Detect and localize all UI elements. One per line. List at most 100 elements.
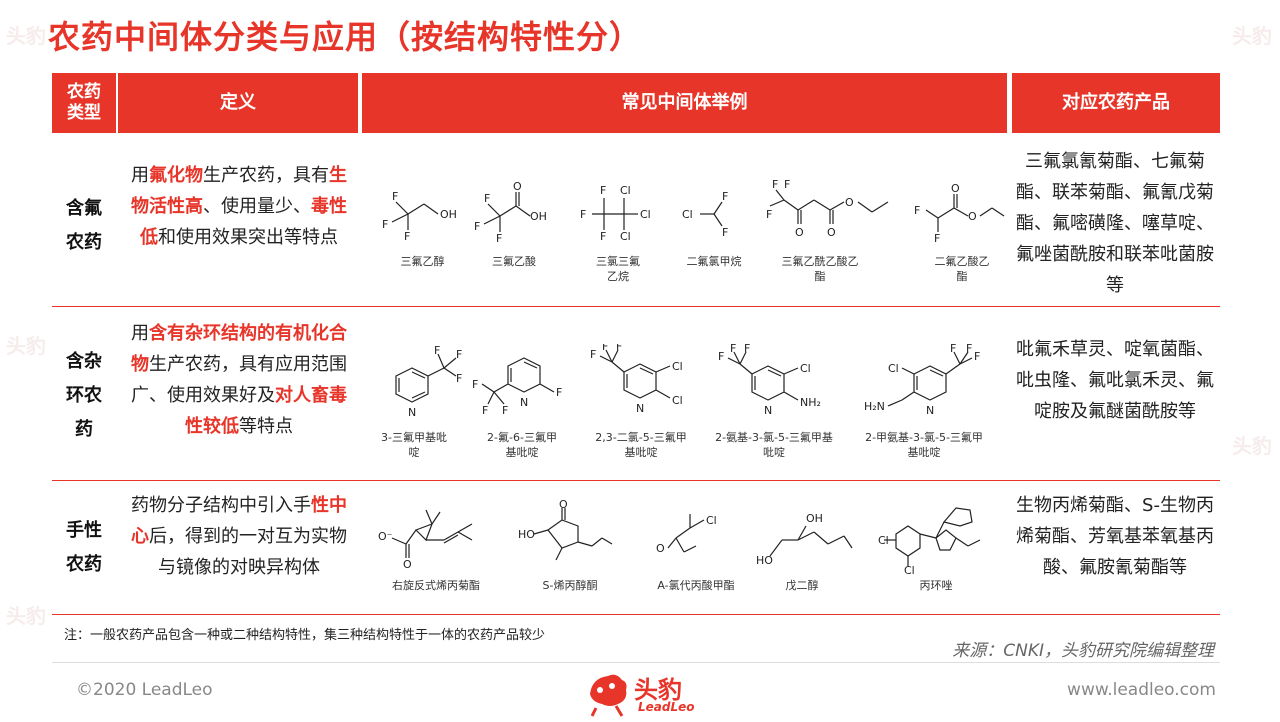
svg-text:F: F — [456, 372, 462, 385]
definition-highlight: 含有杂环结构的有机化合物 — [131, 323, 347, 375]
row-products-heterocycle: 吡氟禾草灵、啶氧菌酯、吡虫隆、氟吡氯禾灵、氟啶胺及氟醚菌酰胺等 — [1016, 339, 1214, 422]
svg-text:Cl: Cl — [904, 564, 915, 576]
footer-divider — [52, 662, 1220, 663]
caption-propiconazole: 丙环唑 — [919, 579, 953, 592]
svg-text:F: F — [404, 230, 410, 243]
svg-text:F: F — [502, 404, 508, 417]
svg-text:Cl: Cl — [672, 360, 683, 373]
structure-s-allethrolone: O HO — [516, 498, 616, 573]
svg-text:F: F — [974, 350, 980, 363]
svg-text:F: F — [616, 344, 622, 353]
svg-text:O: O — [656, 542, 665, 555]
svg-text:HO: HO — [756, 554, 773, 567]
svg-text:N: N — [764, 404, 772, 417]
svg-text:Cl: Cl — [620, 230, 631, 243]
caption-ethyl-trifluoroacetoacetate: 三氟乙酰乙酸乙酯 — [781, 255, 859, 283]
svg-text:O: O — [403, 558, 412, 571]
definition-text: 药物分子结构中引入手 — [131, 495, 311, 516]
definition-text: 生产农药，具有 — [203, 165, 329, 186]
svg-text:F: F — [718, 350, 724, 363]
svg-text:F: F — [600, 184, 606, 197]
svg-text:N: N — [408, 406, 416, 419]
svg-text:O⁻: O⁻ — [378, 530, 393, 543]
row-type-fluorine: 含氟 农药 — [66, 198, 102, 253]
svg-text:F: F — [730, 344, 736, 355]
definition-highlight: 性中心 — [131, 495, 347, 547]
svg-text:F: F — [600, 230, 606, 243]
definition-highlight: 氟化物 — [149, 165, 203, 186]
definition-highlight: 对人畜毒性较低 — [185, 385, 347, 437]
caption-trifluoroacetic-acid: 三氟乙酸 — [492, 255, 536, 268]
definition-text: 用 — [131, 323, 149, 344]
svg-text:N: N — [636, 402, 644, 415]
website-link[interactable]: www.leadleo.com — [1067, 680, 1216, 700]
svg-text:O: O — [513, 180, 522, 193]
svg-text:O: O — [968, 210, 977, 223]
header-examples: 常见中间体举例 — [362, 73, 1007, 133]
svg-text:HO: HO — [518, 528, 535, 541]
svg-text:F: F — [474, 220, 480, 233]
svg-text:O: O — [827, 226, 836, 239]
svg-text:F: F — [784, 178, 790, 191]
caption-amino-chloro-trifluoromethylpyridine: 2-氨基-3-氯-5-三氟甲基吡啶 — [715, 431, 833, 459]
source-credit: 来源：CNKI，头豹研究院编辑整理 — [952, 641, 1214, 661]
svg-text:F: F — [950, 344, 956, 355]
definition-text: 生产农药，具有应用范围广、使用效果好及 — [131, 354, 347, 406]
header-definition: 定义 — [118, 73, 358, 133]
header-type: 农药 类型 — [52, 73, 116, 133]
definition-highlight: 生物活性高 — [131, 165, 347, 217]
caption-s-allethrolone: S-烯丙醇酮 — [542, 579, 598, 592]
svg-text:O: O — [951, 182, 960, 195]
svg-text:F: F — [722, 190, 728, 203]
header-definition-label: 定义 — [220, 91, 256, 113]
svg-text:F: F — [934, 232, 940, 245]
row-products-fluorine: 三氟氯氰菊酯、七氟菊酯、联苯菊酯、氟氰戊菊酯、氟嘧磺隆、噻草啶、氟唑菌酰胺和联苯… — [1016, 151, 1214, 296]
svg-text:F: F — [766, 208, 772, 221]
svg-text:Cl: Cl — [800, 362, 811, 375]
header-type-label: 农药 类型 — [67, 81, 101, 123]
row-definition-fluorine: 用氟化物生产农药，具有生物活性高、使用量少、毒性低和使用效果突出等特点 — [128, 160, 350, 253]
svg-text:F: F — [744, 344, 750, 355]
copyright: ©2020 LeadLeo — [76, 680, 213, 700]
svg-text:F: F — [602, 344, 608, 353]
svg-text:Cl: Cl — [640, 208, 651, 221]
svg-text:O: O — [559, 498, 568, 511]
row-definition-chiral: 药物分子结构中引入手性中心后，得到的一对互为实物与镜像的对映异构体 — [128, 490, 350, 583]
watermark: 头豹 — [6, 334, 46, 358]
svg-text:F: F — [392, 190, 398, 203]
svg-text:N: N — [520, 396, 528, 409]
caption-methylamino-chloro-trifluoromethylpyridine: 2-甲氨基-3-氯-5-三氟甲基吡啶 — [865, 431, 983, 459]
caption-3-trifluoromethylpyridine: 3-三氟甲基吡啶 — [381, 431, 447, 459]
structure-pentanediol: OH HO — [756, 500, 856, 575]
svg-text:Cl: Cl — [682, 208, 693, 221]
definition-text: 后，得到的一对互为实物与镜像的对映异构体 — [149, 526, 347, 578]
caption-trichlorotrifluoroethane: 三氯三氟乙烷 — [596, 255, 640, 283]
svg-text:Cl: Cl — [706, 514, 717, 527]
svg-text:F: F — [456, 348, 462, 361]
header-products: 对应农药产品 — [1012, 73, 1220, 133]
row-divider — [52, 306, 1220, 307]
caption-methyl-chloropropionate: A-氯代丙酸甲酯 — [657, 579, 735, 592]
svg-text:F: F — [590, 348, 596, 361]
row-type-chiral: 手性 农药 — [66, 520, 102, 575]
svg-text:F: F — [772, 178, 778, 191]
definition-text: 、使用量少、 — [203, 196, 311, 217]
definition-text: 用 — [131, 165, 149, 186]
leopard-icon — [590, 674, 627, 717]
logo-text-en: LeadLeo — [638, 700, 695, 714]
svg-text:OH: OH — [806, 512, 823, 525]
svg-text:F: F — [472, 378, 478, 391]
svg-text:F: F — [382, 218, 388, 231]
header-examples-label: 常见中间体举例 — [621, 91, 748, 113]
page-title: 农药中间体分类与应用（按结构特性分） — [48, 18, 643, 56]
row-definition-heterocycle: 用含有杂环结构的有机化合物生产农药，具有应用范围广、使用效果好及对人畜毒性较低等… — [128, 318, 350, 442]
header-products-label: 对应农药产品 — [1062, 91, 1170, 113]
